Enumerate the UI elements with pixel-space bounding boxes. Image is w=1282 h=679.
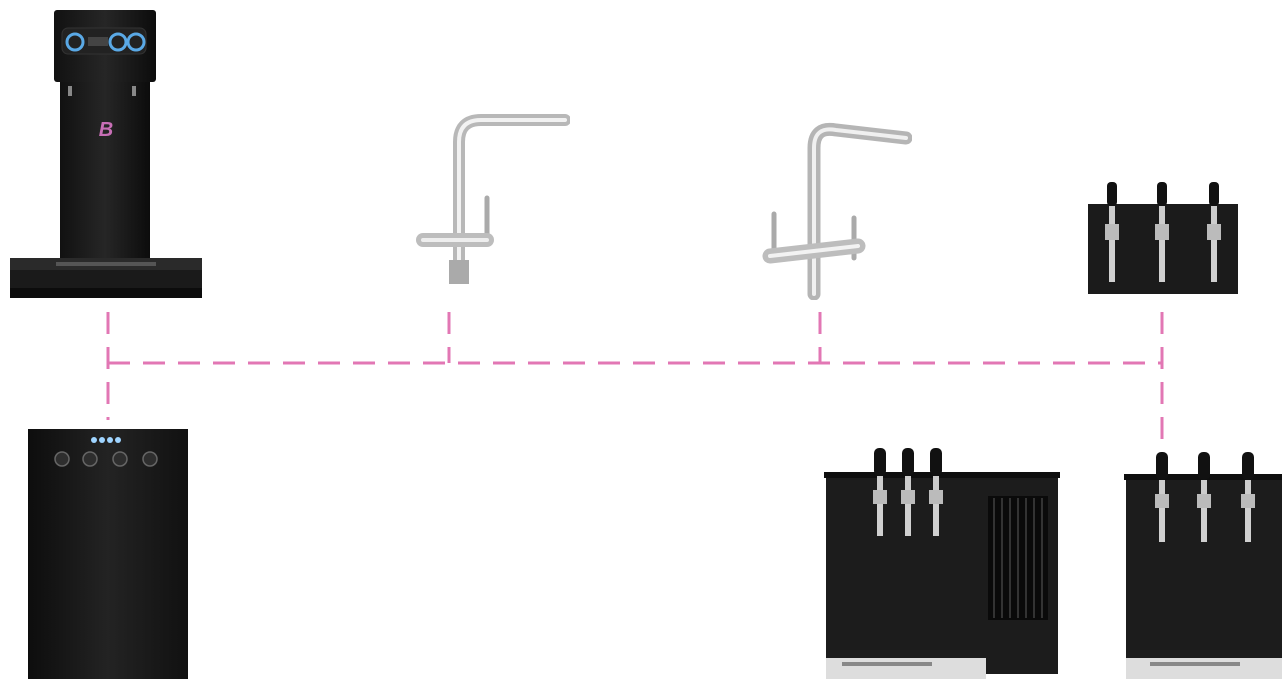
under-counter-chiller[interactable]	[26, 427, 190, 679]
kitchen-faucet-b[interactable]	[760, 118, 912, 300]
beer-tap-icon	[824, 448, 1060, 679]
wall-tap-panel[interactable]	[1088, 182, 1238, 294]
faucet-icon	[415, 112, 570, 288]
chiller-box-icon	[26, 427, 190, 679]
tower-dispenser-icon: B	[8, 8, 204, 300]
compact-tap-cooler[interactable]	[1124, 452, 1282, 679]
beer-tap-icon	[1088, 182, 1238, 294]
countertop-tap-cooler[interactable]	[824, 448, 1060, 679]
faucet-icon	[760, 118, 912, 300]
tower-dispenser[interactable]: B	[8, 8, 204, 300]
beer-tap-icon	[1124, 452, 1282, 679]
kitchen-faucet-a[interactable]	[415, 112, 570, 288]
brand-logo: B	[99, 119, 113, 141]
